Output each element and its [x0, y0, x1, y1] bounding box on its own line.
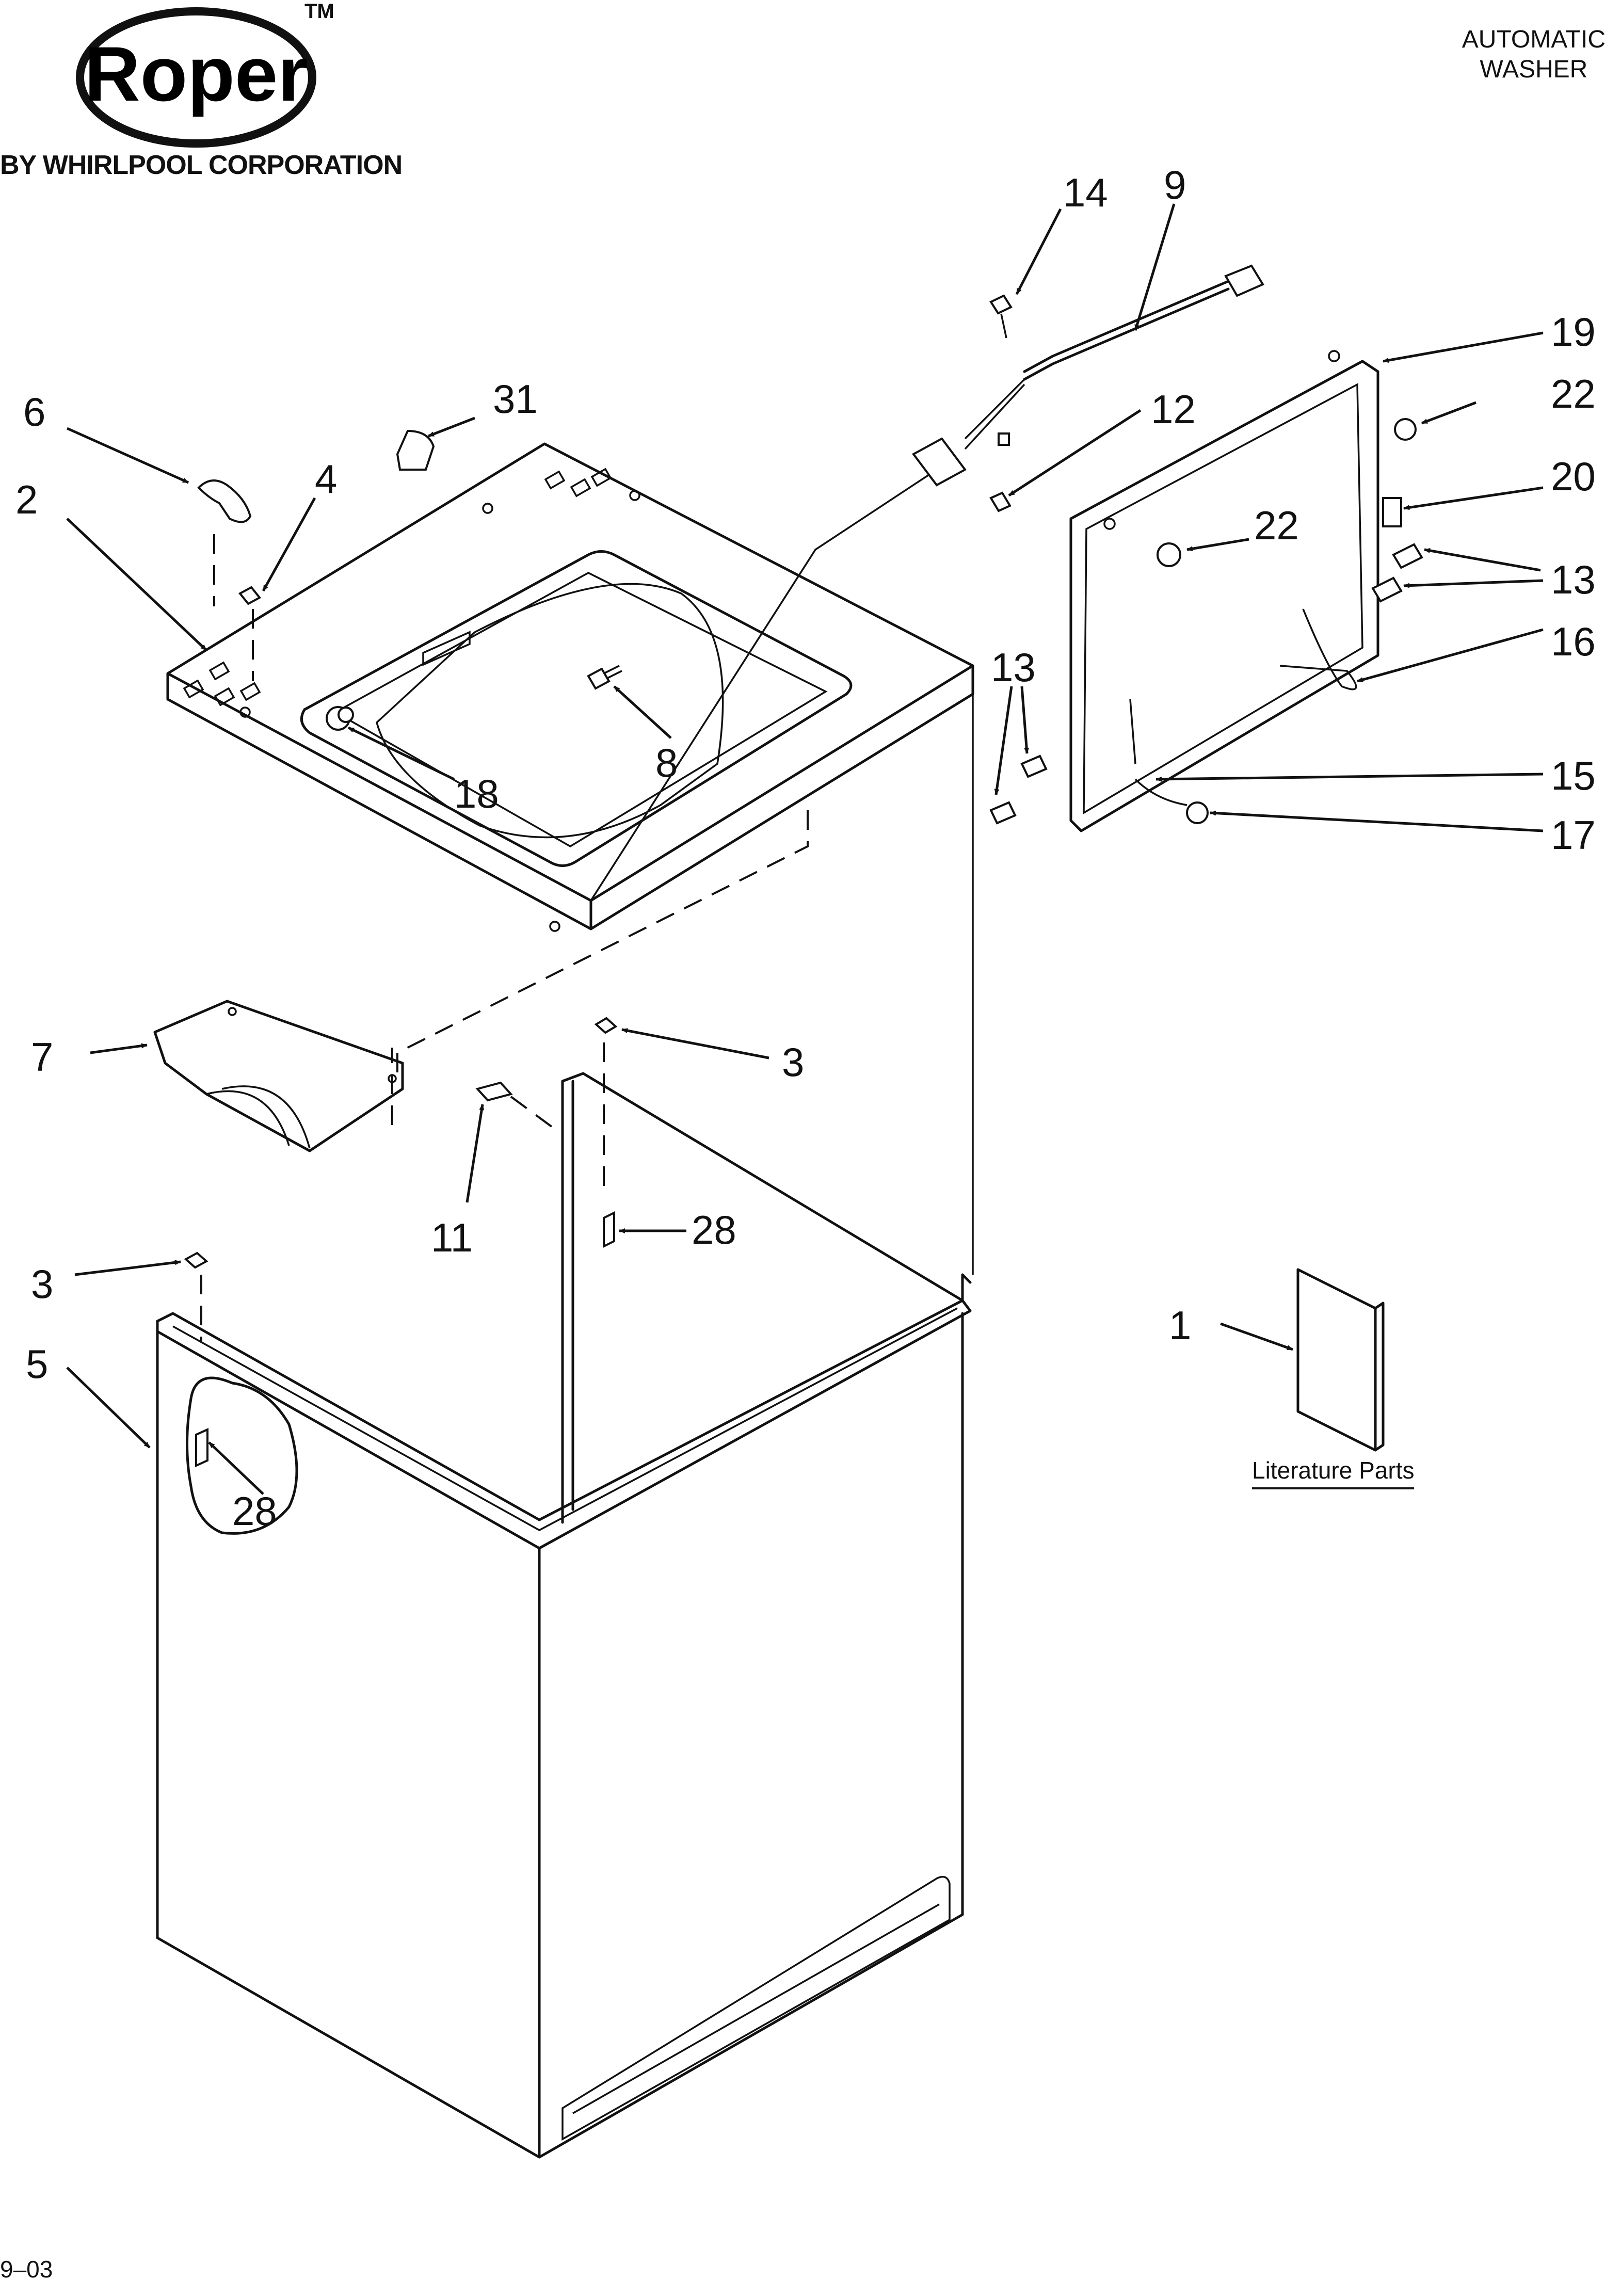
- literature-book: [1296, 1268, 1385, 1452]
- part-20: [1382, 497, 1402, 527]
- callout-17: 17: [1551, 812, 1596, 858]
- callout-6: 6: [23, 389, 45, 435]
- screw-13d: [989, 801, 1017, 825]
- callout-3-lower: 3: [31, 1261, 53, 1307]
- clip-3-upper: [594, 1017, 618, 1034]
- date-code: 9–03: [0, 2256, 53, 2283]
- literature-parts-label: Literature Parts: [1252, 1456, 1415, 1489]
- screw-11: [475, 1081, 513, 1102]
- bolt-8: [587, 665, 622, 690]
- callout-16: 16: [1551, 619, 1596, 664]
- screw-28-upper: [603, 1211, 615, 1248]
- part-22b: [1157, 542, 1181, 567]
- clip-31: [396, 429, 435, 471]
- part-18: [326, 706, 354, 731]
- clip-4: [238, 586, 262, 605]
- callout-22-frame: 22: [1254, 503, 1299, 548]
- bracket-7: [153, 1000, 404, 1152]
- leader-11: [510, 1096, 561, 1134]
- wiring-harness: [590, 264, 1264, 901]
- title-line-2: WASHER: [1480, 56, 1588, 83]
- callout-15: 15: [1551, 753, 1596, 798]
- screw-14: [989, 294, 1013, 339]
- title-line-1: AUTOMATIC: [1462, 26, 1606, 53]
- callout-4: 4: [315, 456, 337, 502]
- callout-31: 31: [493, 376, 538, 422]
- logo-text: Roper: [84, 30, 308, 117]
- part-17: [1186, 801, 1209, 824]
- callout-28-upper: 28: [692, 1207, 736, 1253]
- callout-13-left: 13: [991, 645, 1036, 690]
- callout-11: 11: [431, 1215, 473, 1260]
- callout-19: 19: [1551, 309, 1596, 355]
- trademark-mark: TM: [304, 0, 334, 23]
- page-title: AUTOMATIC WASHER: [1462, 25, 1606, 85]
- callout-3-upper: 3: [782, 1039, 804, 1085]
- callout-18: 18: [454, 771, 499, 816]
- cabinet: [156, 694, 974, 2159]
- callout-20: 20: [1551, 454, 1596, 499]
- callout-14: 14: [1063, 170, 1108, 215]
- clip-6: [197, 479, 252, 523]
- screw-13c: [1020, 754, 1048, 778]
- callout-9: 9: [1164, 162, 1186, 207]
- clip-3-lower: [184, 1251, 208, 1269]
- screw-13a: [1392, 543, 1423, 569]
- callout-8: 8: [655, 740, 678, 785]
- console-frame: [1069, 350, 1379, 832]
- callout-labels: 14 9 19 22 12 20 22 13 16 13 15 17 6 31 …: [15, 162, 1596, 1534]
- callout-7: 7: [31, 1034, 53, 1080]
- screw-13b: [1371, 576, 1403, 603]
- callout-28-lower: 28: [232, 1488, 277, 1534]
- callout-13-right: 13: [1551, 557, 1596, 602]
- callout-22-right: 22: [1551, 371, 1596, 416]
- brand-subtitle: BY WHIRLPOOL CORPORATION: [0, 150, 403, 180]
- callout-1: 1: [1169, 1303, 1191, 1348]
- leader-arrows: [66, 203, 1544, 1495]
- roper-logo: Roper: [67, 0, 335, 155]
- callout-2: 2: [15, 477, 38, 522]
- top-panel: [166, 442, 974, 1125]
- callout-5: 5: [26, 1341, 48, 1387]
- part-22a: [1394, 418, 1417, 441]
- callout-12: 12: [1151, 387, 1196, 432]
